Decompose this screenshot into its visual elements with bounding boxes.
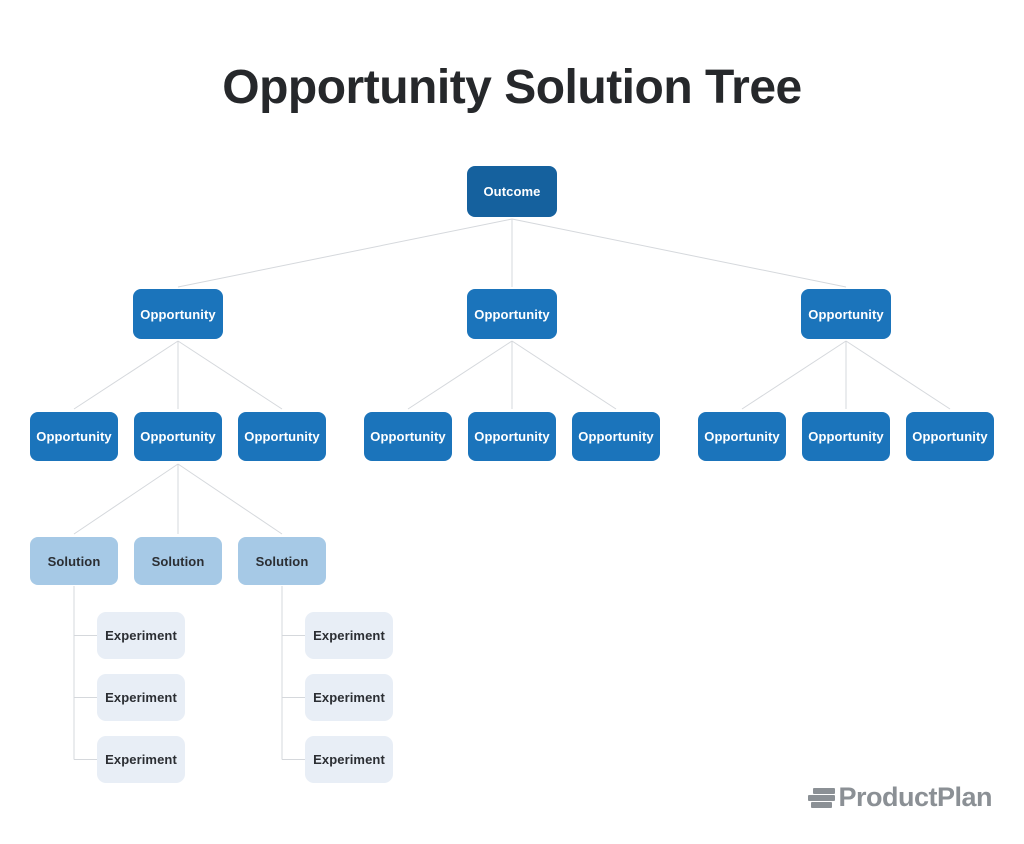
node-experiment-4: Experiment: [305, 612, 393, 659]
connector-line: [177, 218, 513, 288]
node-opportunity-l3-5: Opportunity: [468, 412, 556, 461]
node-label: Experiment: [313, 628, 385, 643]
node-label: Solution: [255, 553, 309, 569]
node-experiment-2: Experiment: [97, 674, 185, 721]
connector-line: [73, 340, 179, 410]
node-label: Opportunity: [808, 429, 884, 444]
connector-line: [845, 340, 951, 410]
node-experiment-5: Experiment: [305, 674, 393, 721]
node-outcome-label: Outcome: [483, 184, 541, 199]
page-title: Opportunity Solution Tree: [222, 61, 802, 114]
node-opportunity-l3-3: Opportunity: [238, 412, 326, 461]
logo-bar: [808, 794, 836, 801]
node-opportunity-l2-3: Opportunity: [801, 289, 891, 339]
connector-line: [741, 340, 847, 410]
node-label: Opportunity: [912, 429, 988, 444]
productplan-logo-icon: [808, 787, 836, 808]
node-opportunity-l3-6: Opportunity: [572, 412, 660, 461]
node-opportunity-l2-1: Opportunity: [133, 289, 223, 339]
node-solution-1: Solution: [30, 537, 118, 585]
node-solution-3: Solution: [238, 537, 326, 585]
node-opportunity-l3-2: Opportunity: [134, 412, 222, 461]
node-label: Opportunity: [808, 306, 884, 322]
node-experiment-1: Experiment: [97, 612, 185, 659]
node-label: Opportunity: [140, 306, 216, 322]
node-label: Opportunity: [244, 429, 320, 444]
node-opportunity-l3-7: Opportunity: [698, 412, 786, 461]
node-outcome: Outcome: [467, 166, 557, 217]
node-label: Experiment: [105, 690, 177, 705]
connector-line: [177, 463, 283, 535]
productplan-logo: ProductPlan: [808, 782, 992, 813]
connector-line: [511, 340, 617, 410]
productplan-logo-text: ProductPlan: [838, 782, 992, 812]
node-label: Solution: [47, 553, 101, 569]
node-label: Experiment: [105, 628, 177, 643]
node-label: Opportunity: [474, 306, 550, 322]
node-label: Opportunity: [578, 429, 654, 444]
node-label: Experiment: [313, 752, 385, 767]
connector-line: [177, 340, 283, 410]
connector-line: [407, 340, 513, 410]
node-label: Opportunity: [474, 429, 550, 444]
node-label: Opportunity: [36, 429, 112, 444]
node-experiment-6: Experiment: [305, 736, 393, 783]
node-label: Opportunity: [704, 429, 780, 444]
node-solution-2: Solution: [134, 537, 222, 585]
logo-bar: [813, 787, 836, 794]
connector-line: [73, 463, 179, 535]
node-opportunity-l3-8: Opportunity: [802, 412, 890, 461]
connector-line: [511, 218, 847, 288]
node-label: Opportunity: [370, 429, 446, 444]
node-label: Solution: [151, 553, 205, 569]
logo-bar: [811, 801, 833, 808]
node-label: Experiment: [105, 752, 177, 767]
node-opportunity-l3-4: Opportunity: [364, 412, 452, 461]
node-label: Opportunity: [140, 429, 216, 444]
node-opportunity-l3-1: Opportunity: [30, 412, 118, 461]
node-experiment-3: Experiment: [97, 736, 185, 783]
node-opportunity-l3-9: Opportunity: [906, 412, 994, 461]
node-label: Experiment: [313, 690, 385, 705]
node-opportunity-l2-2: Opportunity: [467, 289, 557, 339]
